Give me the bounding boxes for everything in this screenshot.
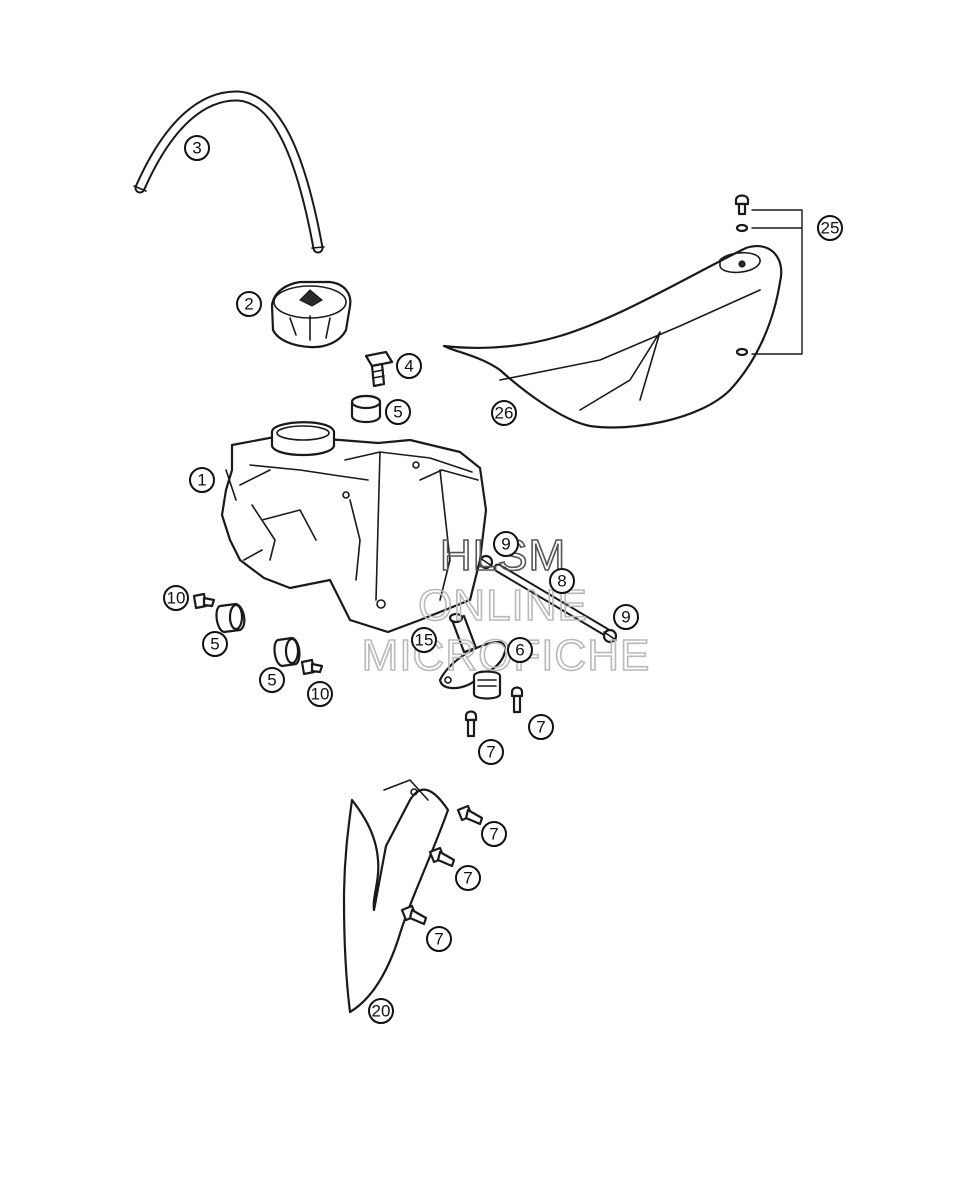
svg-text:7: 7 [489,825,498,844]
svg-text:7: 7 [434,930,443,949]
fuel-tap [438,640,507,700]
bushing-left-lower [273,636,301,668]
callout-10-upper: 10 [163,585,189,611]
callout-8: 8 [549,568,575,594]
callout-6: 6 [507,637,533,663]
watermark-line-3: MICROFICHE [362,631,651,680]
svg-text:7: 7 [486,743,495,762]
svg-text:5: 5 [267,671,276,690]
svg-text:25: 25 [821,219,840,238]
svg-text:7: 7 [463,869,472,888]
screw-7-tap-right [510,686,524,714]
svg-text:5: 5 [210,635,219,654]
bolt-10-lower [300,658,324,676]
svg-text:5: 5 [393,403,402,422]
callout-20: 20 [368,998,394,1024]
callout-25: 25 [817,215,843,241]
svg-text:4: 4 [404,357,413,376]
callout-5-top: 5 [385,399,411,425]
callout-7-tap-right: 7 [528,714,554,740]
svg-text:26: 26 [495,404,514,423]
bolt-10-upper [192,592,216,610]
svg-text:15: 15 [415,631,434,650]
seat [442,245,783,429]
fuel-cap [270,280,352,349]
clamp-9-lower [602,628,618,644]
screw-7-shroud-middle [428,846,456,868]
tap-filter [448,612,478,654]
callout-2: 2 [236,291,262,317]
callout-5-left-lower: 5 [259,667,285,693]
screw-7-shroud-bottom [400,904,428,926]
callout-7-tap-left: 7 [478,739,504,765]
svg-text:7: 7 [536,718,545,737]
svg-text:8: 8 [557,572,566,591]
svg-text:6: 6 [515,641,524,660]
screw-7-tap-left [464,710,478,738]
callout-26: 26 [491,400,517,426]
svg-text:1: 1 [197,471,206,490]
callout-10-lower: 10 [307,681,333,707]
svg-text:9: 9 [501,535,510,554]
callout-9-lower: 9 [613,604,639,630]
bolt-4 [364,350,394,388]
svg-text:10: 10 [167,589,186,608]
callout-3: 3 [184,135,210,161]
watermark: HLSM ONLINE MICROFICHE [361,530,651,681]
side-shroud [342,779,450,1014]
callout-15: 15 [411,627,437,653]
svg-text:3: 3 [192,139,201,158]
svg-text:2: 2 [244,295,253,314]
callout-1: 1 [189,467,215,493]
callout-7-shroud-top: 7 [481,821,507,847]
svg-text:10: 10 [311,685,330,704]
svg-text:20: 20 [372,1002,391,1021]
fuel-line [493,563,611,637]
bushing-left-upper [215,602,246,634]
bushing-top [350,394,382,424]
callout-7-shroud-middle: 7 [455,865,481,891]
clamp-9-upper [478,554,494,570]
callout-5-left-upper: 5 [202,631,228,657]
callout-7-shroud-bottom: 7 [426,926,452,952]
callout-4: 4 [396,353,422,379]
fuel-tank [220,421,488,634]
screw-7-shroud-top [456,804,484,826]
vent-hose [133,90,325,254]
svg-text:9: 9 [621,608,630,627]
callout-9-upper: 9 [493,531,519,557]
seat-fasteners [734,194,803,357]
